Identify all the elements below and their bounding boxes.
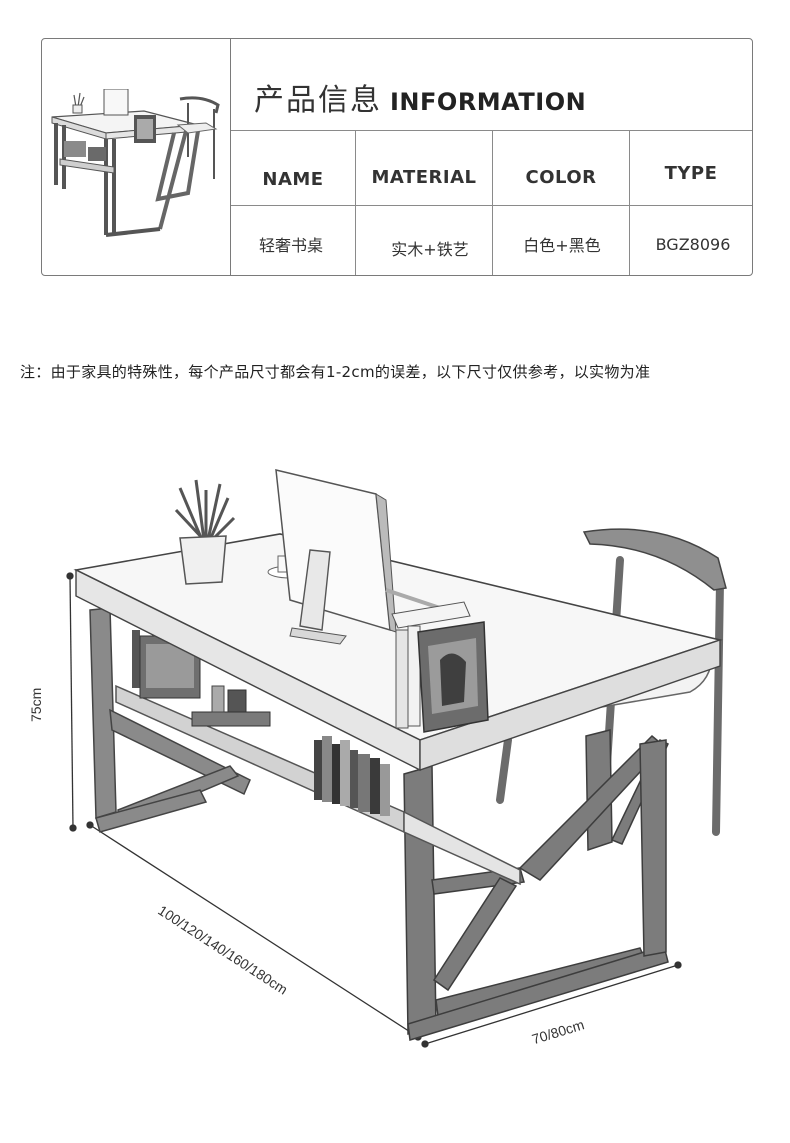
value-name: 轻奢书桌 [258,236,323,255]
info-title-en: INFORMATION [390,88,587,116]
table-top-line [231,130,752,131]
table-col-divider [355,130,356,275]
dimension-lines [66,572,682,1048]
plant [174,479,236,585]
desk-dimension-illustration: 75cm 100/120/140/160/180cm 70/80cm [0,440,790,1139]
header-name: NAME [262,168,324,190]
product-info-card: 产品信息 INFORMATION NAME MATERIAL COLOR TYP… [41,38,753,276]
desk-thumbnail-image [51,89,220,237]
header-type: TYPE [664,162,718,184]
value-color: 白色+黑色 [523,236,601,255]
info-title-cn: 产品信息 [254,83,382,118]
table-col-divider [492,130,493,275]
table-col-divider [629,130,630,275]
table-mid-line [231,205,752,206]
desk-illustration [66,469,727,1048]
value-type: BGZ8096 [655,234,731,254]
book-holder [391,601,489,733]
header-color: COLOR [525,166,597,188]
size-note: 注：由于家具的特殊性，每个产品尺寸都会有1-2cm的误差，以下尺寸仅供参考，以实… [20,363,651,381]
info-title: 产品信息 INFORMATION [254,75,587,118]
product-thumbnail [42,39,231,275]
value-material: 实木+铁艺 [391,240,469,259]
height-label: 75cm [28,687,44,722]
header-material: MATERIAL [371,166,477,188]
